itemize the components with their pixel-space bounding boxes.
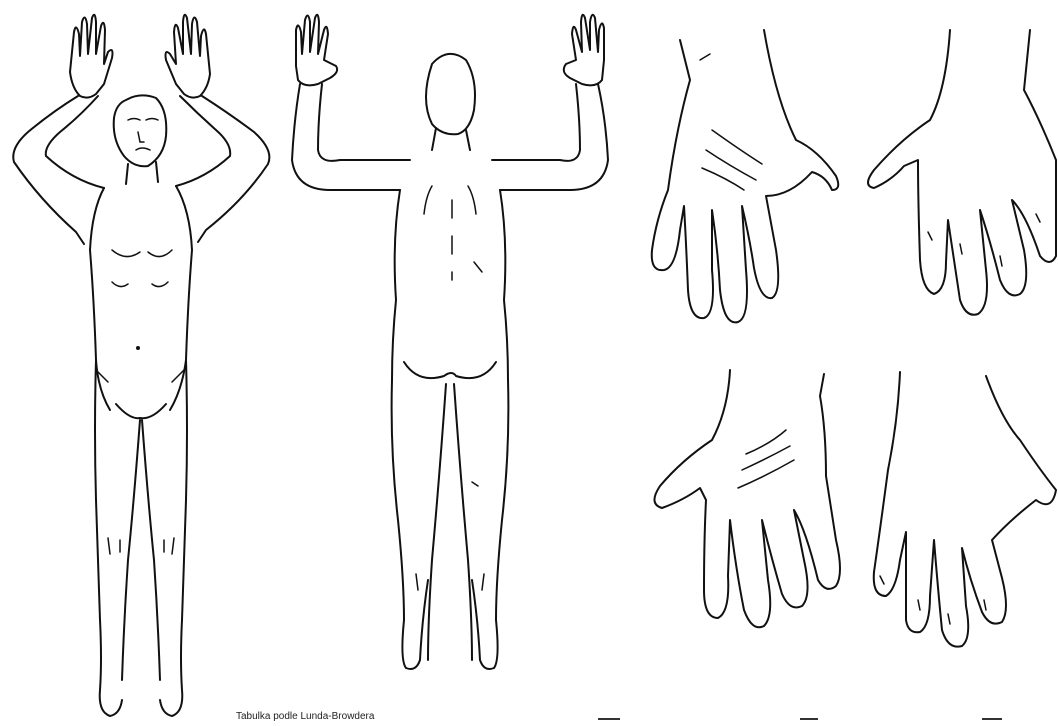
caption-mark bbox=[982, 718, 1002, 720]
hand-palm-left bbox=[654, 370, 840, 627]
caption-mark bbox=[598, 718, 620, 720]
front-body-figure bbox=[13, 15, 269, 716]
hand-back-right bbox=[868, 30, 1056, 315]
back-body-figure bbox=[292, 15, 608, 669]
caption-mark bbox=[800, 718, 818, 720]
hand-palm-right bbox=[652, 30, 839, 322]
hand-back-left bbox=[874, 372, 1056, 647]
chart-caption: Tabulka podle Lunda-Browdera bbox=[236, 711, 374, 722]
